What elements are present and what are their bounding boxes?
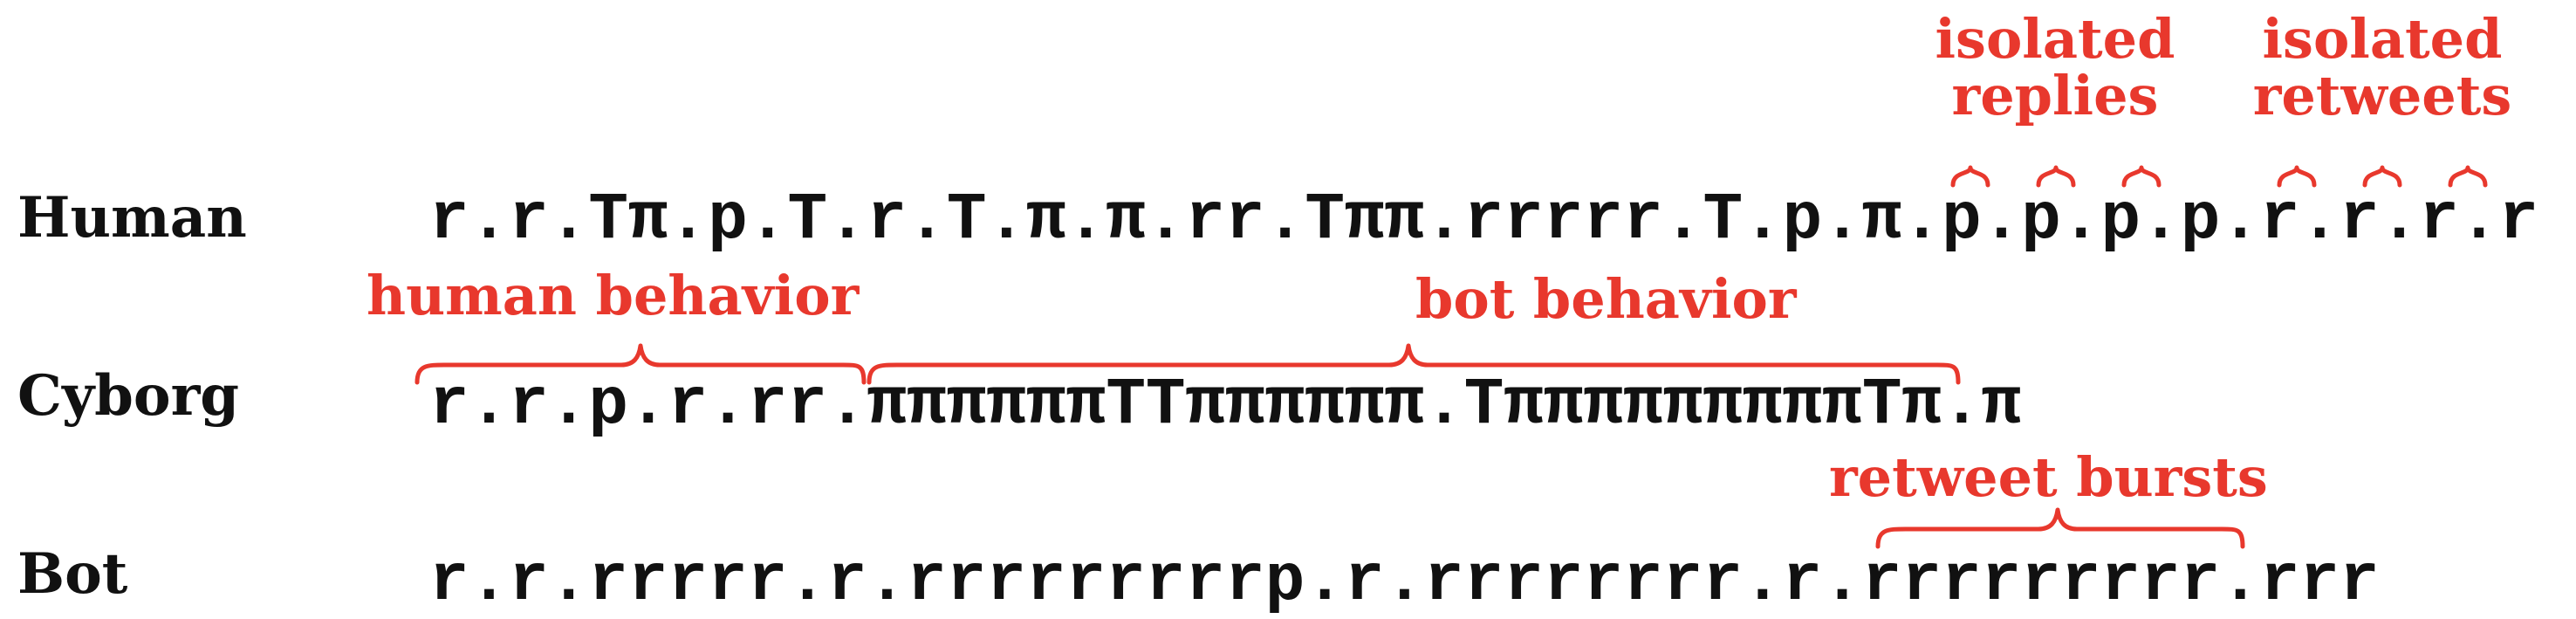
brace-retweet-bursts xyxy=(1875,507,2245,549)
sequence-bot: r.r.rrrrr.r.rrrrrrrrrp.r.rrrrrrrr.r.rrrr… xyxy=(429,544,2380,619)
sequence-cyborg: r.r.p.r.rr.ππππππTTππππππ.TπππππππππTπ.π xyxy=(429,368,2022,443)
annotation-isolated-replies: isolated replies xyxy=(1935,7,2175,128)
brace-reply-1 xyxy=(1950,165,1990,188)
brace-retweet-3 xyxy=(2448,165,2488,188)
brace-reply-3 xyxy=(2121,165,2162,188)
brace-retweet-2 xyxy=(2362,165,2402,188)
annotation-human-behavior: human behavior xyxy=(367,264,860,327)
row-label-human: Human xyxy=(17,185,247,251)
brace-bot-behavior xyxy=(867,343,1961,385)
brace-retweet-1 xyxy=(2277,165,2317,188)
sequence-human: r.r.Tπ.p.T.r.T.π.π.rr.Tππ.rrrrr.T.p.π.p.… xyxy=(429,182,2539,258)
row-label-bot: Bot xyxy=(17,541,128,607)
row-label-cyborg: Cyborg xyxy=(17,363,240,429)
brace-human-behavior xyxy=(414,343,867,385)
brace-reply-2 xyxy=(2036,165,2076,188)
annotation-isolated-retweets: isolated retweets xyxy=(2252,7,2512,128)
annotation-retweet-bursts: retweet bursts xyxy=(1829,445,2268,509)
annotation-bot-behavior: bot behavior xyxy=(1415,267,1797,331)
